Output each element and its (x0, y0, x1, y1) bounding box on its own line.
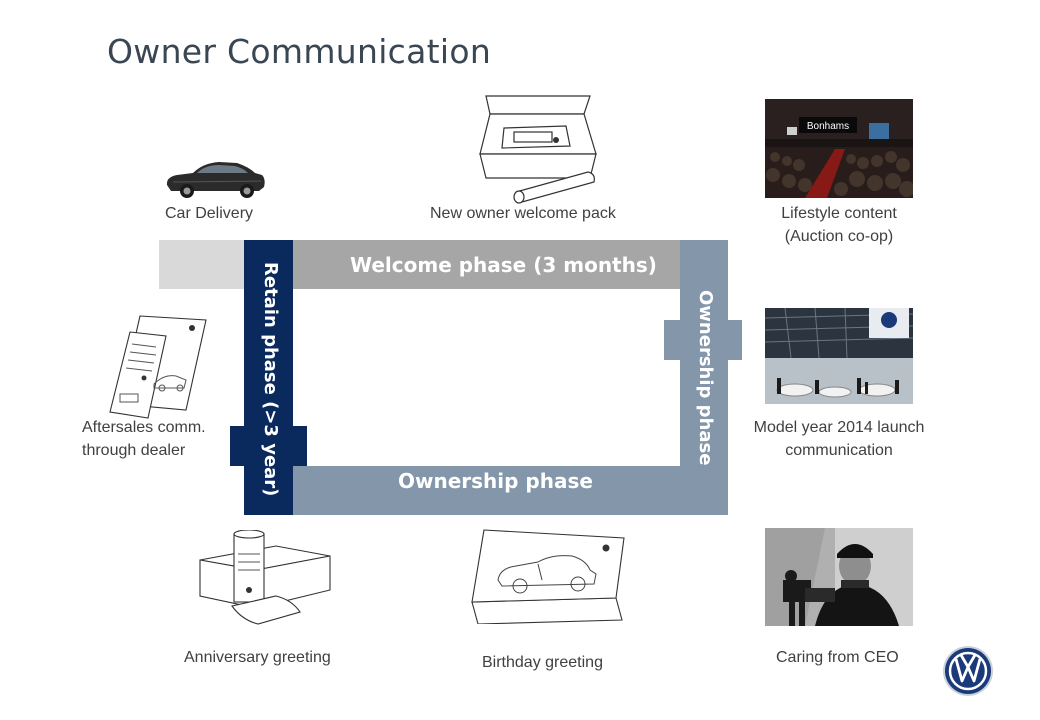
lifestyle-label-line2: (Auction co-op) (784, 228, 894, 245)
lifestyle-label: Lifestyle content (Auction co-op) (763, 202, 915, 248)
model-year-launch-photo (765, 308, 913, 404)
ceo-photo (765, 528, 913, 626)
model-year-label: Model year 2014 launch communication (743, 416, 935, 462)
anniversary-label: Anniversary greeting (184, 649, 331, 666)
aftersales-label-line1: Aftersales comm. (82, 419, 206, 436)
aftersales-brochure-image (109, 315, 207, 419)
aftersales-label-line2: through dealer (82, 442, 186, 459)
birthday-label: Birthday greeting (482, 654, 603, 671)
ownership-phase-bottom-label: Ownership phase (398, 469, 593, 493)
ownership-phase-right-arrow (664, 240, 742, 515)
ceo-label: Caring from CEO (776, 649, 899, 666)
model-year-label-line2: communication (785, 442, 893, 459)
auction-photo: Bonhams (765, 99, 913, 198)
vw-logo-icon (943, 646, 993, 696)
ownership-phase-bar (293, 466, 688, 515)
welcome-phase-label: Welcome phase (3 months) (350, 253, 657, 277)
car-delivery-label: Car Delivery (165, 205, 254, 222)
birthday-card-image (471, 529, 625, 624)
page-title: Owner Communication (107, 32, 492, 71)
welcome-phase-bar-start (159, 240, 245, 289)
lifestyle-label-line1: Lifestyle content (781, 205, 897, 222)
anniversary-gift-image (199, 530, 331, 625)
retain-phase-label: Retain phase (>3 year) (260, 262, 281, 497)
ownership-phase-right-label: Ownership phase (695, 290, 716, 466)
welcome-phase-bar (293, 240, 680, 289)
car-delivery-image (166, 162, 265, 198)
welcome-pack-image (479, 95, 597, 204)
auction-sign-text: Bonhams (807, 121, 849, 132)
model-year-label-line1: Model year 2014 launch (753, 419, 925, 436)
welcome-pack-label: New owner welcome pack (430, 205, 616, 222)
retain-phase-arrow (230, 240, 307, 515)
aftersales-label: Aftersales comm. through dealer (82, 416, 206, 462)
